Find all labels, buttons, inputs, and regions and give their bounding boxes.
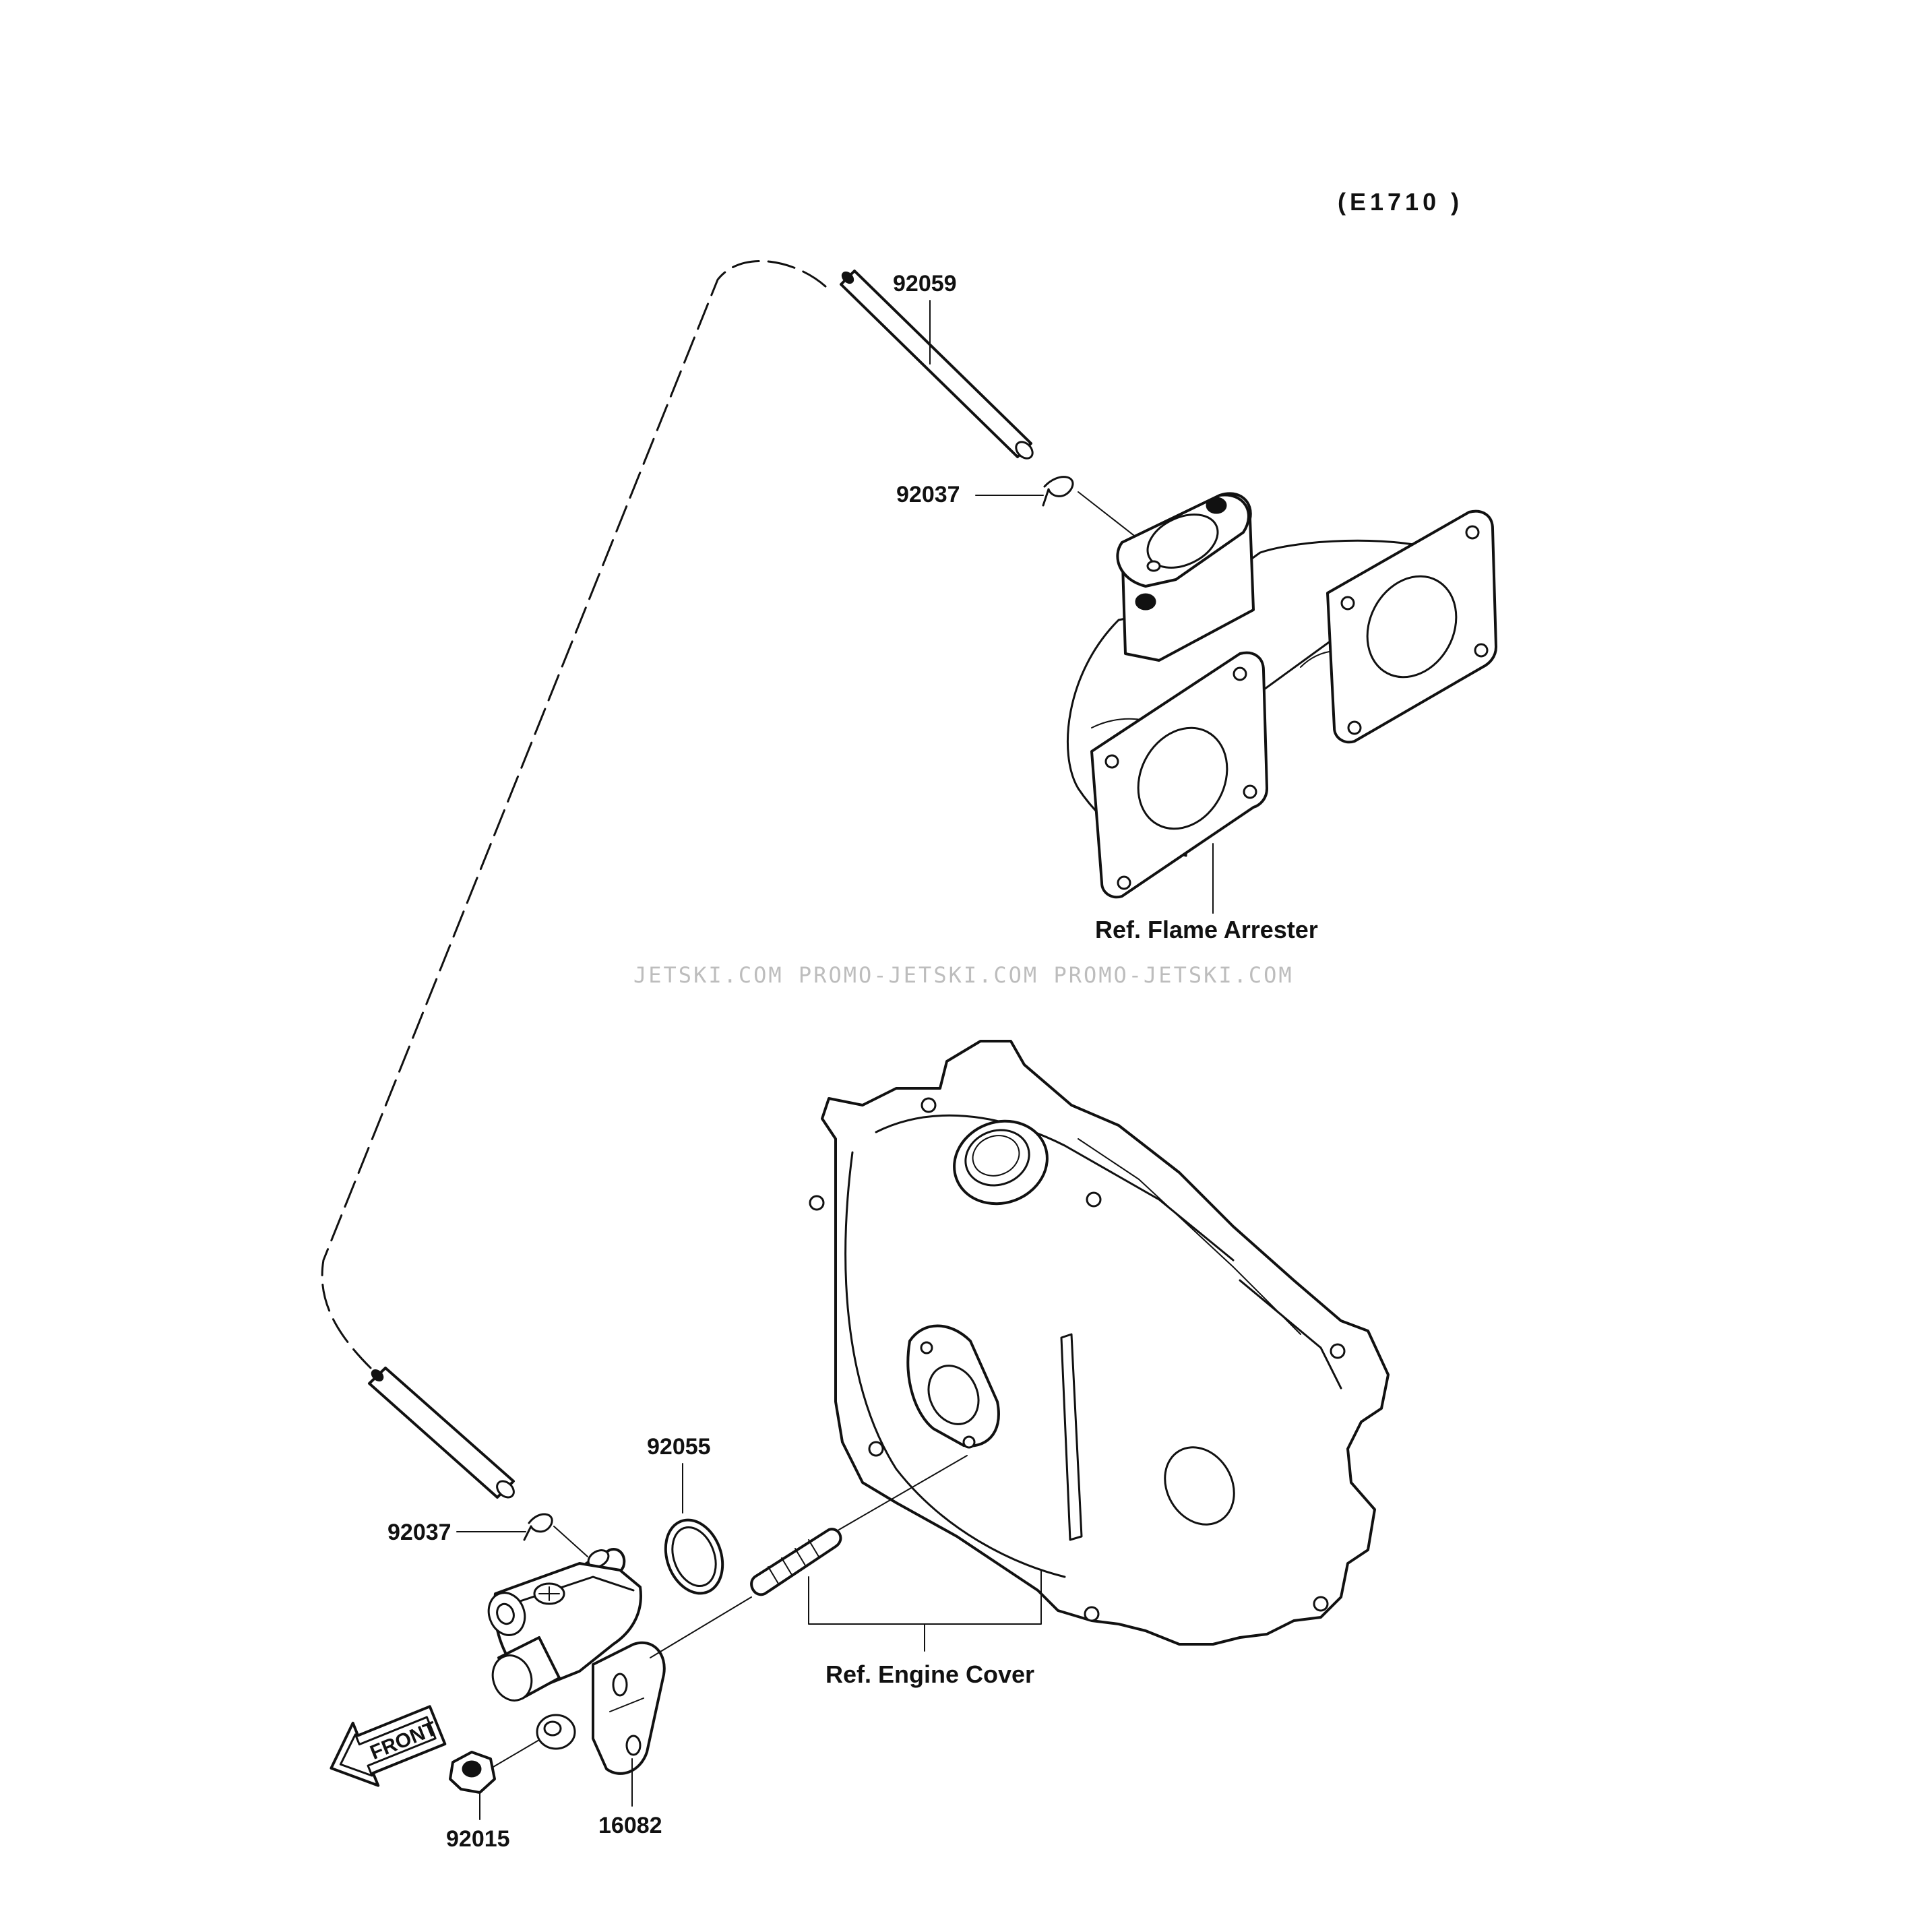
clamp-top xyxy=(1042,476,1074,507)
hose-top xyxy=(840,270,1034,460)
label-ref-engine-cover: Ref. Engine Cover xyxy=(825,1660,1034,1688)
label-92055: 92055 xyxy=(647,1434,711,1460)
label-ref-flame-arrester: Ref. Flame Arrester xyxy=(1095,916,1318,943)
front-arrow: FRONT xyxy=(330,1705,447,1787)
oil-pump xyxy=(487,1548,666,1775)
label-16082: 16082 xyxy=(598,1813,662,1838)
label-92059: 92059 xyxy=(893,271,957,297)
diagram-code: (E1710 ) xyxy=(1338,188,1463,216)
watermark: JETSKI.COM PROMO-JETSKI.COM PROMO-JETSKI… xyxy=(633,962,1294,988)
nut xyxy=(449,1751,496,1794)
stud-to-cover-line xyxy=(838,1455,968,1530)
stud-bolt xyxy=(750,1528,842,1596)
label-92037-top: 92037 xyxy=(896,482,960,507)
engine-cover xyxy=(809,1040,1390,1646)
label-92037-bottom: 92037 xyxy=(387,1520,451,1545)
clamp-bottom-to-pump xyxy=(553,1526,588,1557)
o-ring xyxy=(664,1518,724,1595)
bracket-engine-cover xyxy=(808,1569,1042,1652)
label-92015: 92015 xyxy=(446,1826,510,1852)
hose-routing-line xyxy=(321,260,827,1369)
flame-arrester xyxy=(1066,492,1497,899)
hose-bottom xyxy=(368,1367,515,1499)
nut-to-pump-line xyxy=(493,1739,540,1768)
pump-to-cover-line xyxy=(650,1596,752,1658)
clamp-bottom xyxy=(523,1513,553,1541)
